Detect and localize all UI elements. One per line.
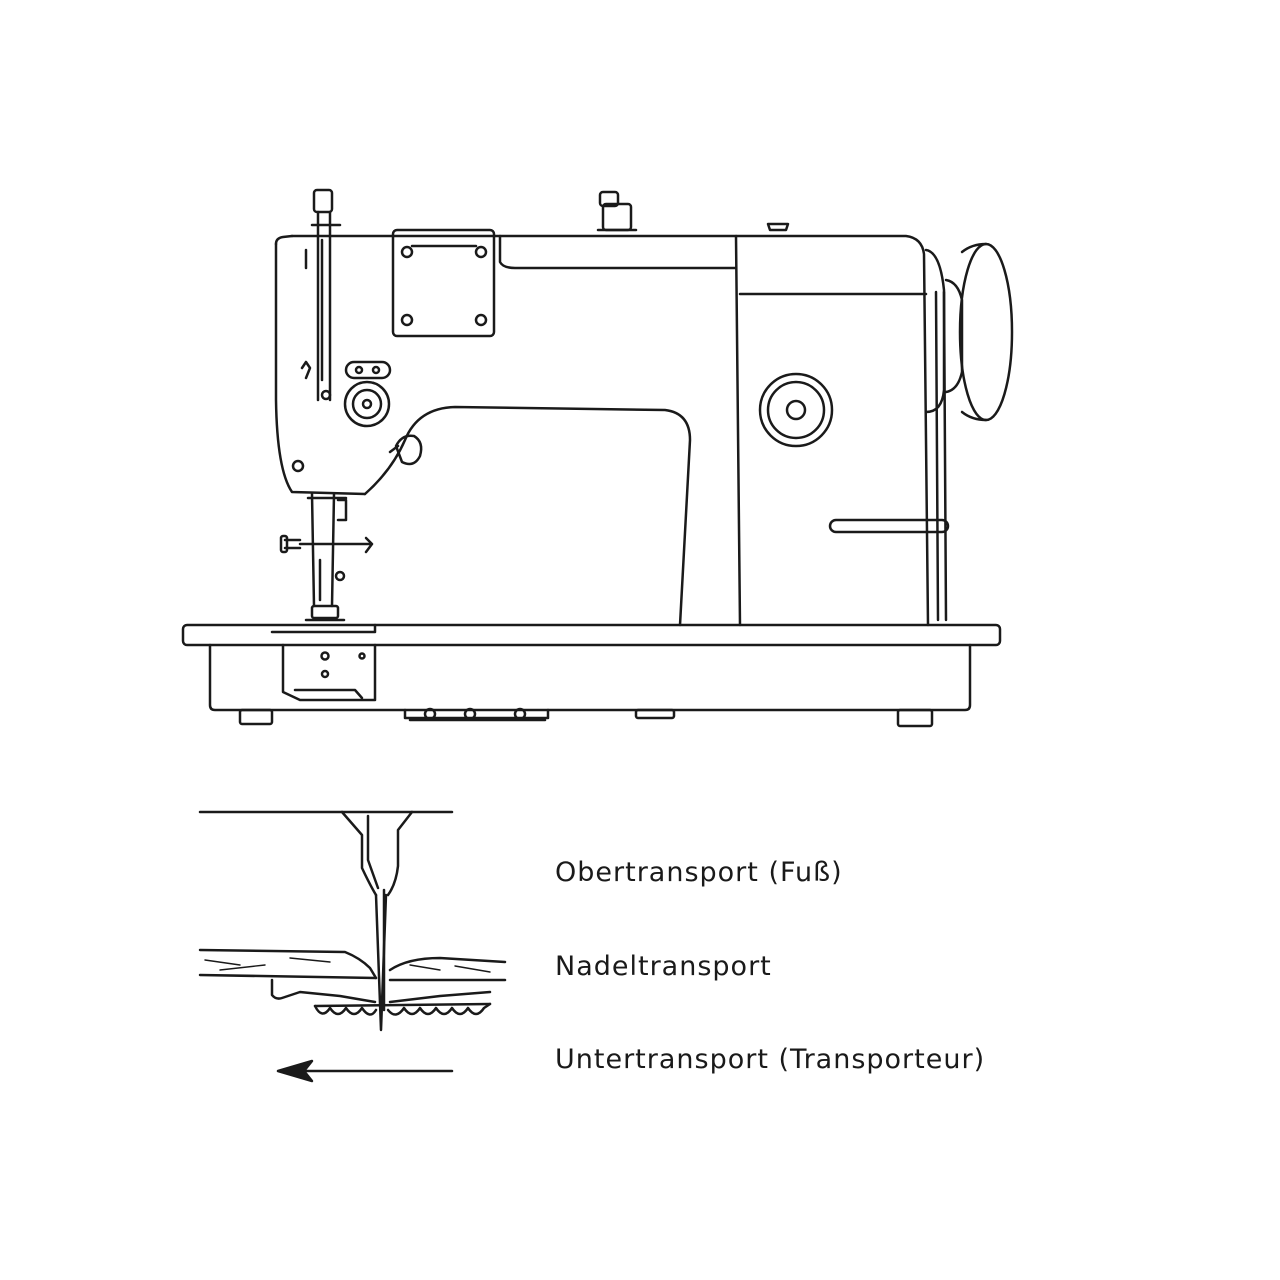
handwheel <box>924 242 1014 422</box>
feed-direction-arrow <box>276 1059 454 1083</box>
feed-detail-illustration <box>198 810 507 1083</box>
label-upper-feed: Obertransport (Fuß) <box>555 857 843 888</box>
sewing-machine-illustration <box>181 188 1014 728</box>
label-needle-feed: Nadeltransport <box>555 951 772 982</box>
thread-tension-dial <box>343 360 392 428</box>
presser-lever-knob <box>388 434 423 466</box>
spool-pin <box>596 190 638 232</box>
machine-arm <box>274 234 948 627</box>
fabric-layers <box>198 948 507 982</box>
bobbin-winder-knob <box>758 372 834 448</box>
presser-foot-assembly <box>279 492 374 622</box>
machine-bed <box>181 623 1002 728</box>
needle <box>340 810 414 1032</box>
label-lower-feed: Untertransport (Transporteur) <box>555 1044 986 1075</box>
oil-cap <box>766 222 790 232</box>
needle-bar-assembly <box>291 188 342 473</box>
stitch-length-lever <box>828 518 950 534</box>
face-plate <box>391 228 496 338</box>
slide-plate <box>270 623 377 702</box>
feed-dog <box>270 978 492 1016</box>
